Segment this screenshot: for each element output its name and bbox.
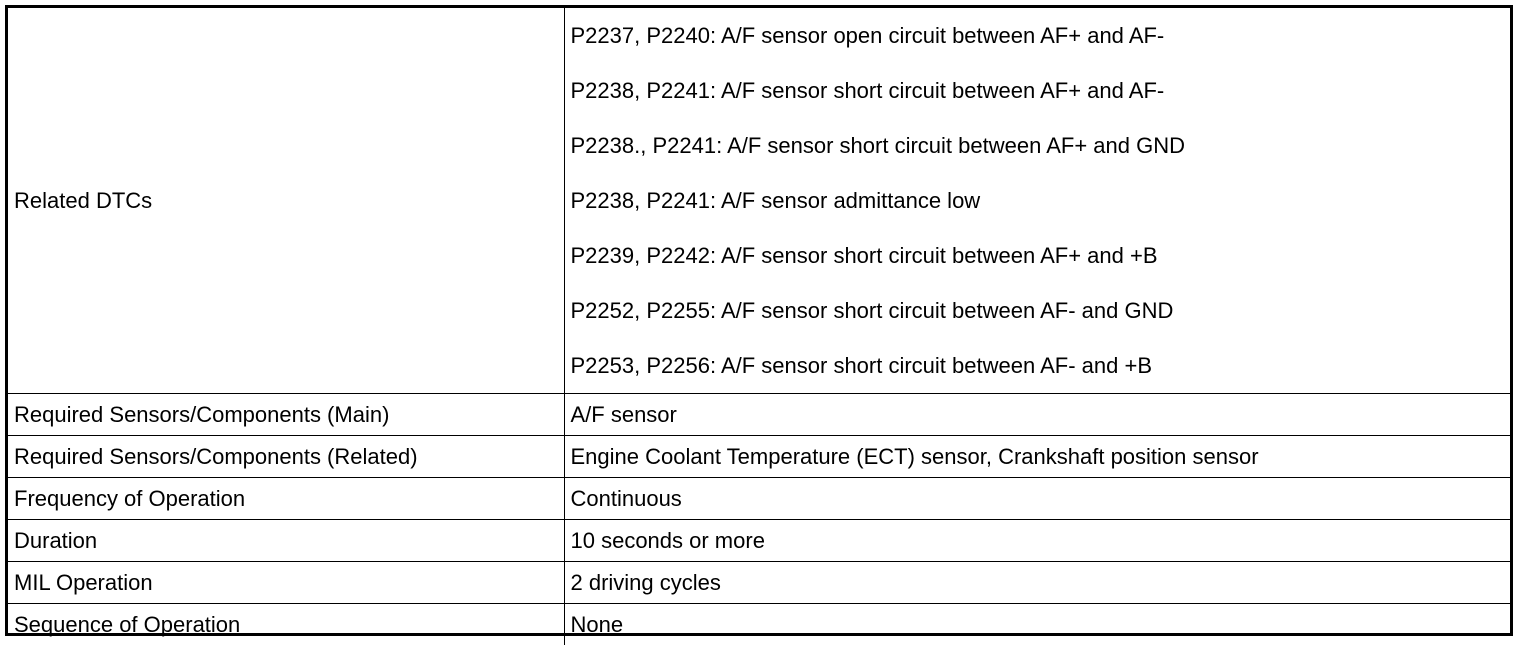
row-label: MIL Operation	[8, 562, 564, 604]
dtc-item: P2237, P2240: A/F sensor open circuit be…	[571, 8, 1511, 63]
dtc-item: P2253, P2256: A/F sensor short circuit b…	[571, 338, 1511, 393]
row-value: Engine Coolant Temperature (ECT) sensor,…	[564, 436, 1510, 478]
table-row-duration: Duration 10 seconds or more	[8, 520, 1510, 562]
row-value: 2 driving cycles	[564, 562, 1510, 604]
related-dtcs-label: Related DTCs	[8, 8, 564, 394]
table-row-related-dtcs: Related DTCs P2237, P2240: A/F sensor op…	[8, 8, 1510, 394]
row-label: Frequency of Operation	[8, 478, 564, 520]
table-row-main-sensors: Required Sensors/Components (Main) A/F s…	[8, 394, 1510, 436]
row-value: A/F sensor	[564, 394, 1510, 436]
dtc-spec-table-frame: Related DTCs P2237, P2240: A/F sensor op…	[5, 5, 1513, 636]
table-row-mil-operation: MIL Operation 2 driving cycles	[8, 562, 1510, 604]
table-row-frequency: Frequency of Operation Continuous	[8, 478, 1510, 520]
dtc-item: P2252, P2255: A/F sensor short circuit b…	[571, 283, 1511, 338]
row-value: None	[564, 604, 1510, 645]
row-value: 10 seconds or more	[564, 520, 1510, 562]
related-dtcs-list: P2237, P2240: A/F sensor open circuit be…	[564, 8, 1510, 394]
row-label: Required Sensors/Components (Main)	[8, 394, 564, 436]
dtc-item: P2239, P2242: A/F sensor short circuit b…	[571, 228, 1511, 283]
row-value: Continuous	[564, 478, 1510, 520]
dtc-item: P2238., P2241: A/F sensor short circuit …	[571, 118, 1511, 173]
row-label: Duration	[8, 520, 564, 562]
dtc-item: P2238, P2241: A/F sensor admittance low	[571, 173, 1511, 228]
row-label: Sequence of Operation	[8, 604, 564, 645]
row-label: Required Sensors/Components (Related)	[8, 436, 564, 478]
dtc-item: P2238, P2241: A/F sensor short circuit b…	[571, 63, 1511, 118]
table-row-related-sensors: Required Sensors/Components (Related) En…	[8, 436, 1510, 478]
table-row-sequence: Sequence of Operation None	[8, 604, 1510, 645]
dtc-spec-table: Related DTCs P2237, P2240: A/F sensor op…	[8, 8, 1510, 645]
